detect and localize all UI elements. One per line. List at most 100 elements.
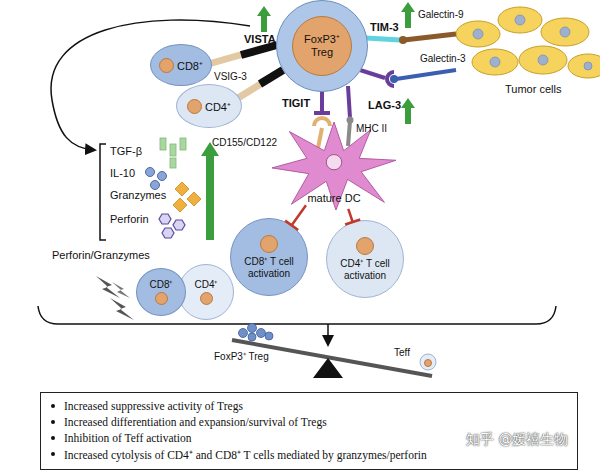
treg-mini — [257, 329, 266, 338]
ligand-name: VSIG-3 — [214, 72, 247, 82]
tumor-cell — [541, 18, 589, 46]
node-label: CD8⁺ — [149, 280, 172, 290]
bullet-dot — [51, 436, 55, 440]
vista-receptor — [241, 45, 277, 55]
increase-arrow — [401, 98, 415, 124]
tumor-nucleus — [584, 62, 592, 70]
ligand-name: Galectin-3 — [420, 54, 466, 64]
il10-icon — [146, 168, 155, 177]
tumor-cell — [568, 54, 600, 78]
receptor-name: LAG-3 — [368, 100, 401, 111]
cd8-cell: CD8⁺ — [136, 268, 186, 316]
il10-icon — [151, 181, 160, 190]
tumor-nuclei — [473, 15, 592, 70]
receptor-name: VISTA — [244, 34, 276, 45]
tumor-nucleus — [473, 29, 483, 39]
bullet-text: Increased suppressive activity of Tregs — [64, 400, 243, 412]
cytokine-name: IL-10 — [110, 168, 135, 179]
tigit-fork — [314, 111, 330, 115]
galectin9-ligand — [404, 34, 456, 40]
increase-arrow — [257, 6, 271, 32]
increase-arrow — [401, 2, 415, 28]
dendritic-cell: mature DC — [272, 122, 396, 210]
cytokine-bracket — [100, 144, 106, 240]
vista-receptor — [260, 70, 283, 84]
cd4-cell: CD4⁺ — [176, 84, 242, 128]
bullet-dot — [51, 420, 55, 424]
cytokine-name: Granzymes — [110, 190, 166, 201]
watermark: 知乎 @媛禧生物 — [466, 432, 568, 446]
tgf-beta-icon — [160, 138, 166, 150]
lag3-receptor — [348, 86, 350, 118]
granzyme-icon — [187, 192, 201, 206]
tigit-receptor — [320, 91, 324, 113]
treg-mini — [248, 324, 257, 333]
perforin-icon — [159, 214, 171, 224]
mechanism-label: Perforin/Granzymes — [52, 250, 150, 261]
bullet-row: Increased differentiation and expansion/… — [51, 414, 567, 430]
bullet-dot — [51, 452, 55, 456]
bullet-dot — [51, 404, 55, 408]
dendritic-nucleus — [326, 155, 342, 170]
connector-line — [292, 205, 306, 225]
treg-cluster — [239, 324, 274, 342]
summary-brace — [38, 306, 556, 324]
inhibition-bar — [345, 219, 360, 224]
tgf-beta-icon — [170, 158, 176, 168]
increase-arrow — [201, 142, 219, 240]
galectin9-head — [399, 36, 407, 44]
node-label: CD8⁺ — [177, 58, 203, 73]
tumor-cell — [498, 7, 542, 33]
cd155-cup — [314, 118, 330, 126]
inhibition-bar — [285, 221, 298, 230]
tgf-beta-icon — [170, 144, 176, 156]
galectin3-ligand — [396, 70, 456, 79]
galectin3-head — [390, 75, 398, 83]
bullet-row: Increased suppressive activity of Tregs — [51, 398, 567, 414]
node-label: CD4⁺ T cell activation — [334, 258, 396, 281]
treg-mini — [239, 329, 248, 338]
teff-nucleus — [425, 360, 432, 367]
mhc2-molecule — [348, 121, 350, 146]
seesaw-label: FoxP3⁺ Treg — [214, 352, 269, 362]
ligand-name: CD155/CD122 — [212, 138, 277, 148]
cell-nucleus — [159, 58, 174, 73]
cell-name: Tumor cells — [505, 84, 561, 95]
tumor-cell — [472, 49, 518, 75]
tumor-cell — [519, 46, 567, 74]
cytolysis-bolt — [96, 276, 120, 298]
granzyme-icon — [175, 182, 189, 196]
granzyme-icon — [173, 198, 187, 212]
ligand-name: Galectin-9 — [418, 10, 464, 20]
node-label: CD8⁺ T cell activation — [238, 256, 300, 279]
node-label: CD4⁺ — [194, 280, 217, 290]
cd8-cell: CD8⁺ — [150, 44, 212, 86]
granzyme-icons — [173, 182, 201, 212]
inhibition-connector — [345, 209, 360, 225]
cell-nucleus — [155, 292, 168, 305]
receptor-name: TIGIT — [282, 98, 310, 109]
cytokine-name: TGF-β — [110, 146, 142, 157]
treg-mini — [265, 332, 273, 340]
vsig3-ligand — [212, 55, 240, 63]
bullet-row: Increased cytolysis of CD4⁺ and CD8⁺ T c… — [51, 446, 567, 462]
tumor-cells — [456, 7, 600, 78]
vsig3-ligand — [238, 85, 259, 98]
teff-cell — [420, 354, 436, 370]
treg-mini — [248, 333, 256, 341]
dendritic-body — [272, 122, 396, 210]
tumor-nucleus — [490, 57, 500, 67]
seesaw-label: Teff — [394, 348, 410, 358]
node-label: mature DC — [272, 192, 396, 204]
cytokine-name: Perforin — [110, 214, 149, 225]
cd155-ligand — [318, 128, 322, 148]
treg-cell: FoxP3⁺ Treg — [276, 0, 368, 92]
bullet-text: Increased cytolysis of CD4⁺ and CD8⁺ T c… — [64, 447, 427, 462]
activation-circle: CD4⁺ T cell activation — [326, 220, 404, 298]
tgf-beta-icons — [160, 138, 186, 168]
node-label: CD4⁺ — [205, 99, 231, 114]
secretion-arrow — [51, 20, 250, 150]
cell-nucleus — [260, 235, 278, 253]
